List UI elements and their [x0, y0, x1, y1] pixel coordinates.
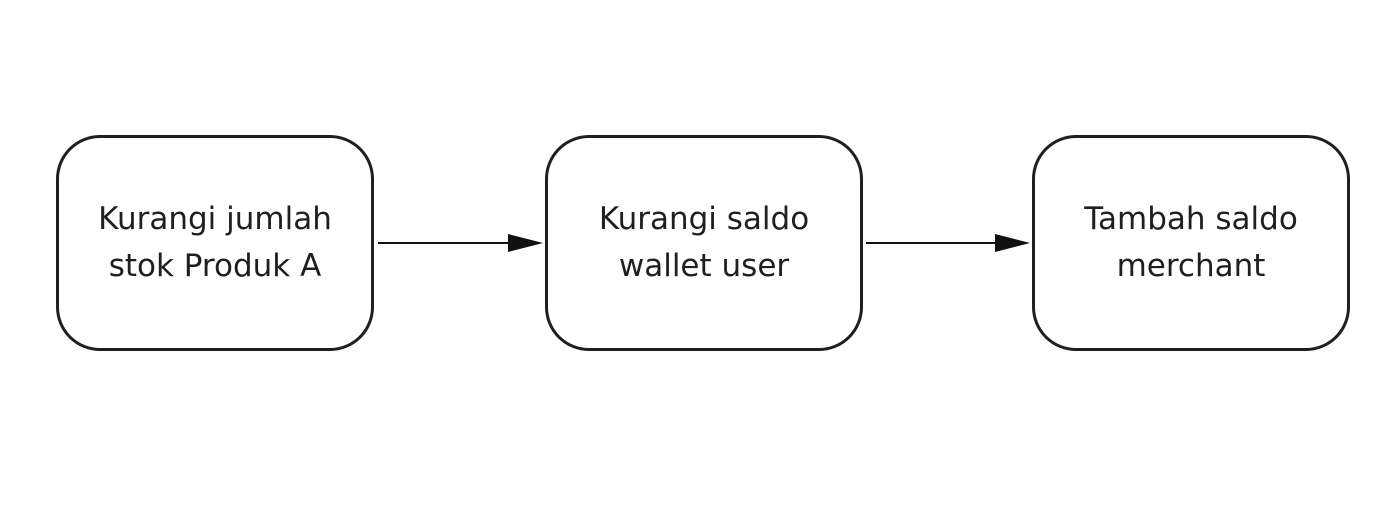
node-reduce-stock: Kurangi jumlah stok Produk A	[56, 135, 374, 351]
node-add-merchant-balance: Tambah saldo merchant	[1032, 135, 1350, 351]
node-reduce-wallet-balance: Kurangi saldo wallet user	[545, 135, 863, 351]
arrow-head-icon	[508, 234, 543, 252]
node-reduce-wallet-balance-line-1: Kurangi saldo	[598, 201, 810, 237]
arrow-node2-to-node3	[866, 234, 1030, 252]
node-reduce-stock-line-2: stok Produk A	[108, 248, 322, 284]
node-add-merchant-balance-line-2: merchant	[1116, 248, 1266, 284]
arrow-head-icon	[995, 234, 1030, 252]
node-add-merchant-balance-line-1: Tambah saldo	[1084, 201, 1298, 237]
arrow-node1-to-node2	[378, 234, 543, 252]
node-reduce-stock-line-1: Kurangi jumlah	[98, 201, 332, 237]
node-reduce-wallet-balance-line-2: wallet user	[618, 248, 790, 284]
